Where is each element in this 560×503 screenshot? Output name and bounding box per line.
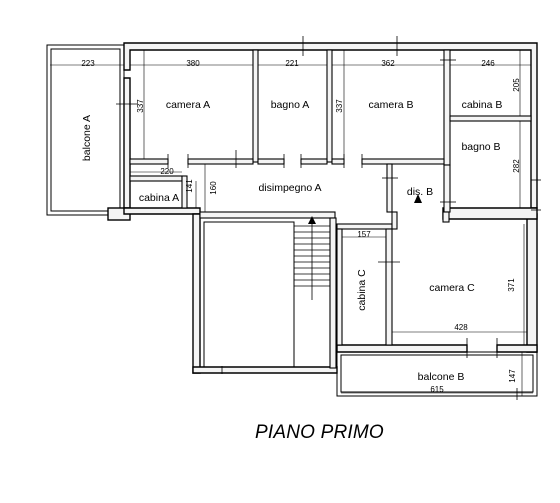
room-label-cabina-b: cabina B [462, 99, 503, 111]
dim-337-b: 337 [335, 99, 344, 113]
dim-157: 157 [357, 230, 371, 239]
interior-walls [129, 49, 532, 369]
room-label-cabina-a: cabina A [139, 192, 179, 204]
dim-205: 205 [512, 78, 521, 92]
dimension-lines [50, 50, 533, 396]
openings [116, 36, 541, 400]
room-label-camera-a: camera A [166, 99, 210, 111]
room-label-camera-c: camera C [429, 282, 475, 294]
dim-362: 362 [381, 59, 395, 68]
balcone-a-outline [46, 44, 131, 221]
dim-428: 428 [454, 323, 468, 332]
room-label-bagno-a: bagno A [271, 99, 310, 111]
dim-160: 160 [209, 181, 218, 195]
plan-title: PIANO PRIMO [255, 422, 384, 443]
balcone-b-outline [336, 351, 538, 397]
dim-223: 223 [81, 59, 95, 68]
room-label-balcone-a: balcone A [81, 115, 93, 161]
entrance-arrow-icon [414, 194, 422, 203]
stairs [203, 216, 330, 368]
room-label-bagno-b: bagno B [461, 141, 500, 153]
dim-147: 147 [508, 369, 517, 383]
dim-220: 220 [160, 167, 174, 176]
dim-141: 141 [185, 179, 194, 193]
dim-246: 246 [481, 59, 495, 68]
room-label-cabina-c: cabina C [356, 269, 368, 311]
dim-282: 282 [512, 159, 521, 173]
dim-371: 371 [507, 278, 516, 292]
dim-337-a: 337 [136, 99, 145, 113]
room-label-balcone-b: balcone B [418, 371, 465, 383]
dim-380: 380 [186, 59, 200, 68]
dim-615: 615 [430, 385, 444, 394]
dim-221: 221 [285, 59, 299, 68]
room-label-camera-b: camera B [369, 99, 414, 111]
outer-walls [123, 42, 538, 374]
room-label-dis-b: dis. B [407, 186, 433, 198]
room-label-disimpegno-a: disimpegno A [258, 182, 321, 194]
